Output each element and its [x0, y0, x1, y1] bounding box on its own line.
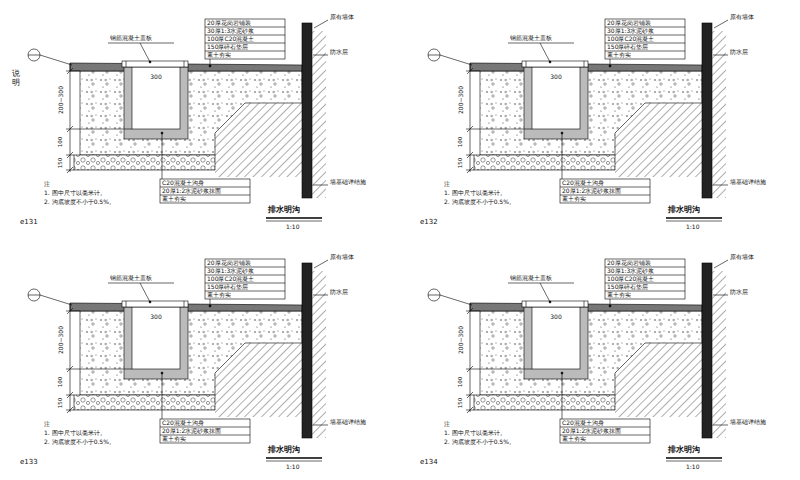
scale: 1:10 [686, 224, 699, 230]
layer-note: 30厚1:3水泥砂浆 [207, 28, 254, 34]
layer-note: 20厚花岗岩铺装 [207, 260, 251, 266]
note-heading: 注 [44, 181, 50, 187]
callout-text: 原有墙体 [730, 254, 754, 260]
note-text: 1. 图中尺寸以毫米计。 [44, 190, 106, 196]
dimension: 100 [58, 377, 64, 388]
note-heading: 注 [444, 421, 450, 427]
layer-note: 30厚1:3水泥砂浆 [607, 28, 654, 34]
drawing-title: 排水明沟 [668, 206, 700, 214]
scale: 1:10 [686, 464, 699, 470]
layer-note: 20厚1:2水泥砂浆抹面 [162, 428, 221, 434]
ditch-section [28, 19, 328, 221]
layer-note: 100厚C20混凝土 [207, 276, 254, 282]
drawing-title: 排水明沟 [268, 206, 300, 214]
drawing-title: 排水明沟 [268, 446, 300, 454]
layer-note: 素土夯实 [607, 52, 631, 58]
layer-note: C20混凝土沟身 [562, 420, 604, 426]
callout-text: 防水层 [330, 289, 348, 295]
detail-code: e134 [420, 459, 438, 466]
callout-text: 钢筋混凝土盖板 [110, 275, 152, 281]
layer-note: 30厚1:3水泥砂浆 [207, 268, 254, 274]
callout-text: 钢筋混凝土盖板 [510, 275, 552, 281]
layer-note: 素土夯实 [207, 292, 231, 298]
side-note: 说明 [12, 70, 20, 88]
ditch-section [428, 259, 728, 461]
ditch-section [428, 19, 728, 221]
dimension: 200~300 [58, 86, 64, 114]
scale: 1:10 [286, 224, 299, 230]
note-text: 1. 图中尺寸以毫米计。 [444, 430, 506, 436]
dimension: 300 [150, 74, 161, 80]
dimension: 100 [458, 377, 464, 388]
note-text: 2. 沟底坡度不小于0.5%。 [444, 439, 515, 445]
layer-note: 素土夯实 [562, 196, 586, 202]
note-heading: 注 [44, 421, 50, 427]
note-text: 2. 沟底坡度不小于0.5%。 [44, 439, 115, 445]
layer-note: 20厚花岗岩铺装 [607, 20, 651, 26]
dimension: 200~300 [58, 326, 64, 354]
layer-note: 100厚C20混凝土 [607, 276, 654, 282]
dimension: 300 [550, 74, 561, 80]
layer-note: 素土夯实 [162, 436, 186, 442]
detail-code: e132 [420, 219, 438, 226]
callout-text: 墙基础详结施 [730, 419, 766, 425]
layer-note: 20厚花岗岩铺装 [607, 260, 651, 266]
callout-text: 防水层 [330, 49, 348, 55]
layer-note: 20厚1:2水泥砂浆抹面 [562, 428, 621, 434]
dimension: 150 [58, 158, 64, 169]
dimension: 200~300 [458, 86, 464, 114]
callout-text: 钢筋混凝土盖板 [110, 35, 152, 41]
dimension: 300 [550, 314, 561, 320]
dimension: 200~300 [458, 326, 464, 354]
callout-text: 原有墙体 [330, 14, 354, 20]
layer-note: 100厚C20混凝土 [207, 36, 254, 42]
layer-note: C20混凝土沟身 [162, 420, 204, 426]
dimension: 100 [458, 137, 464, 148]
note-text: 1. 图中尺寸以毫米计。 [44, 430, 106, 436]
callout-text: 防水层 [730, 49, 748, 55]
dimension: 150 [458, 158, 464, 169]
callout-text: 原有墙体 [330, 254, 354, 260]
drawing-title: 排水明沟 [668, 446, 700, 454]
dimension: 150 [458, 398, 464, 409]
layer-note: C20混凝土沟身 [162, 180, 204, 186]
layer-note: 20厚花岗岩铺装 [207, 20, 251, 26]
layer-note: 150厚碎石垫层 [207, 284, 248, 290]
note-heading: 注 [444, 181, 450, 187]
layer-note: 150厚碎石垫层 [607, 44, 648, 50]
dimension: 150 [58, 398, 64, 409]
layer-note: 20厚1:2水泥砂浆抹面 [562, 188, 621, 194]
layer-note: 30厚1:3水泥砂浆 [607, 268, 654, 274]
layer-note: 素土夯实 [207, 52, 231, 58]
layer-note: 素土夯实 [162, 196, 186, 202]
layer-note: 20厚1:2水泥砂浆抹面 [162, 188, 221, 194]
layer-note: C20混凝土沟身 [562, 180, 604, 186]
note-text: 2. 沟底坡度不小于0.5%。 [44, 199, 115, 205]
layer-note: 素土夯实 [607, 292, 631, 298]
callout-text: 原有墙体 [730, 14, 754, 20]
callout-text: 墙基础详结施 [330, 179, 366, 185]
ditch-section [28, 259, 328, 461]
dimension: 100 [58, 137, 64, 148]
layer-note: 素土夯实 [562, 436, 586, 442]
callout-text: 墙基础详结施 [330, 419, 366, 425]
scale: 1:10 [286, 464, 299, 470]
callout-text: 钢筋混凝土盖板 [510, 35, 552, 41]
layer-note: 150厚碎石垫层 [607, 284, 648, 290]
note-text: 2. 沟底坡度不小于0.5%。 [444, 199, 515, 205]
callout-text: 墙基础详结施 [730, 179, 766, 185]
detail-code: e131 [20, 219, 38, 226]
layer-note: 100厚C20混凝土 [607, 36, 654, 42]
detail-code: e133 [20, 459, 38, 466]
layer-note: 150厚碎石垫层 [207, 44, 248, 50]
note-text: 1. 图中尺寸以毫米计。 [444, 190, 506, 196]
callout-text: 防水层 [730, 289, 748, 295]
dimension: 300 [150, 314, 161, 320]
